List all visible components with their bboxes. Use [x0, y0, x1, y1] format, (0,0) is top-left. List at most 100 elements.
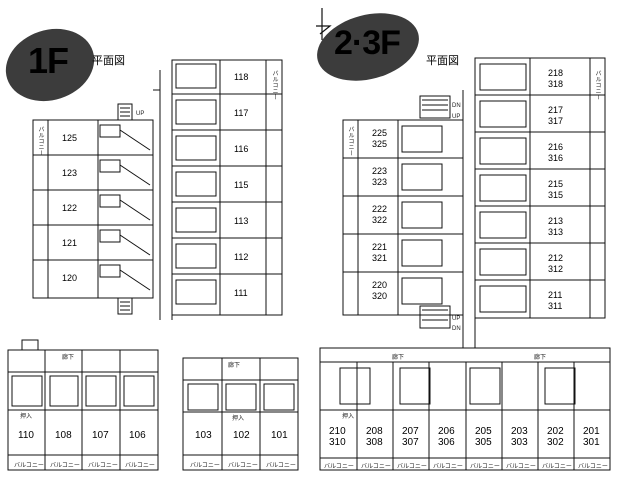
- room-221: 221: [372, 242, 388, 252]
- corridor-label-1f-b: 廊下: [228, 363, 241, 369]
- room-210: 210: [329, 426, 346, 437]
- up-label-23f: UP: [452, 114, 461, 120]
- north-arrow-icon: [316, 8, 332, 40]
- room-112: 112: [234, 252, 249, 262]
- room-313: 313: [548, 227, 564, 237]
- room-301: 301: [583, 437, 600, 448]
- room-115: 115: [234, 180, 249, 190]
- corridor-label-23f: 廊下: [392, 355, 405, 361]
- balcony-203: バルコニー: [506, 464, 536, 470]
- balcony-23f-left: バルコニー: [347, 126, 353, 156]
- room-306: 306: [438, 437, 455, 448]
- room-121: 121: [62, 238, 78, 248]
- room-322: 322: [372, 215, 388, 225]
- room-321: 321: [372, 253, 388, 263]
- room-317: 317: [548, 116, 564, 126]
- balcony-108: バルコニー: [50, 463, 80, 469]
- corridor-label-1f: 廊下: [62, 355, 75, 361]
- room-312: 312: [548, 264, 564, 274]
- room-220: 220: [372, 280, 388, 290]
- balcony-208: バルコニー: [361, 464, 391, 470]
- closet-1f-b: 押入: [232, 416, 245, 422]
- room-108: 108: [55, 430, 72, 441]
- room-211-311: 211 311: [548, 290, 562, 312]
- room-211: 211: [548, 290, 563, 300]
- room-205-305: 205 305: [475, 426, 492, 448]
- caption-23f: 平面図: [426, 55, 459, 67]
- room-216: 216: [548, 142, 564, 152]
- wing-1f-right: [171, 59, 283, 316]
- balcony-205: バルコニー: [470, 464, 500, 470]
- room-202-302: 202 302: [547, 426, 564, 448]
- room-218-318: 218 318: [548, 68, 563, 90]
- corridor-label-23f-b: 廊下: [534, 355, 547, 361]
- block-1f-bottom-a: [7, 339, 159, 471]
- balcony-210: バルコニー: [324, 464, 354, 470]
- room-310: 310: [329, 437, 346, 448]
- balcony-103: バルコニー: [190, 463, 220, 469]
- closet-23f: 押入: [342, 414, 355, 420]
- badge-23f: 2·3F: [334, 24, 401, 62]
- wing-23f-left: [342, 95, 464, 329]
- room-305: 305: [475, 437, 492, 448]
- room-208-308: 208 308: [366, 426, 383, 448]
- room-212: 212: [548, 253, 564, 263]
- room-302: 302: [547, 437, 564, 448]
- badge-1f-ellipse: [5, 28, 95, 102]
- room-316: 316: [548, 153, 564, 163]
- up-label-23f-bottom: UP: [452, 316, 461, 322]
- balcony-107: バルコニー: [88, 463, 118, 469]
- room-107: 107: [92, 430, 109, 441]
- room-102: 102: [233, 430, 250, 441]
- room-205: 205: [475, 426, 492, 437]
- room-208: 208: [366, 426, 383, 437]
- block-23f-bottom: [319, 340, 611, 471]
- room-308: 308: [366, 437, 383, 448]
- room-320: 320: [372, 291, 388, 301]
- room-206-306: 206 306: [438, 426, 455, 448]
- balcony-106: バルコニー: [125, 463, 155, 469]
- room-125: 125: [62, 133, 78, 143]
- room-101: 101: [271, 430, 288, 441]
- room-225: 225: [372, 128, 388, 138]
- room-111: 111: [234, 288, 248, 298]
- room-110: 110: [18, 430, 34, 441]
- room-118: 118: [234, 72, 249, 82]
- room-318: 318: [548, 79, 564, 89]
- room-215-315: 215 315: [548, 179, 563, 201]
- room-207: 207: [402, 426, 419, 437]
- room-225-325: 225 325: [372, 128, 387, 150]
- balcony-202: バルコニー: [542, 464, 572, 470]
- room-207-307: 207 307: [402, 426, 419, 448]
- room-103: 103: [195, 430, 212, 441]
- balcony-23f-right: バルコニー: [594, 70, 600, 100]
- room-203-303: 203 303: [511, 426, 528, 448]
- room-216-316: 216 316: [548, 142, 563, 164]
- badge-23f-ellipse: [317, 13, 419, 81]
- room-122: 122: [62, 203, 78, 213]
- caption-1f: 平面図: [92, 55, 125, 67]
- balcony-101: バルコニー: [266, 463, 296, 469]
- room-223: 223: [372, 166, 388, 176]
- dn-label-23f-bottom: DN: [452, 326, 461, 332]
- dn-label-23f-top: DN: [452, 103, 461, 109]
- balcony-207: バルコニー: [397, 464, 427, 470]
- balcony-1f-right: バルコニー: [271, 70, 277, 100]
- room-113: 113: [234, 216, 249, 226]
- room-222: 222: [372, 204, 388, 214]
- wing-1f-left: [32, 103, 154, 315]
- room-206: 206: [438, 426, 455, 437]
- room-210-310: 210 310: [329, 426, 346, 448]
- room-307: 307: [402, 437, 419, 448]
- room-323: 323: [372, 177, 388, 187]
- balcony-1f-left: バルコニー: [37, 126, 43, 156]
- room-213: 213: [548, 216, 564, 226]
- room-220-320: 220 320: [372, 280, 387, 302]
- block-1f-bottom-b: [182, 357, 299, 471]
- room-106: 106: [129, 430, 146, 441]
- room-311: 311: [548, 301, 563, 311]
- room-222-322: 222 322: [372, 204, 387, 226]
- balcony-206: バルコニー: [433, 464, 463, 470]
